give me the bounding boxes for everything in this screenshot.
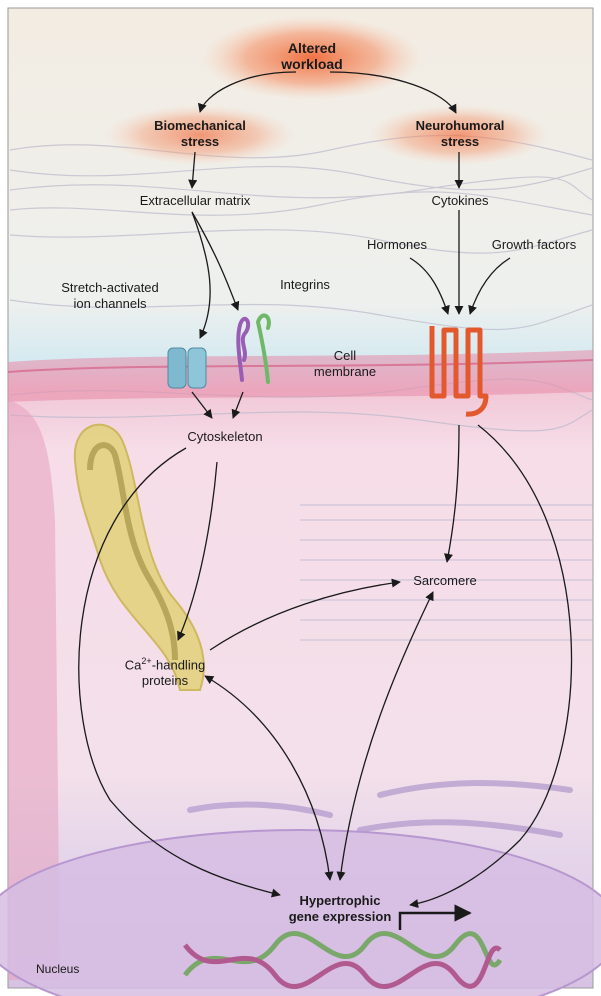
neurohumoral-stress-label: Neurohumoral stress: [390, 118, 530, 150]
hormones-label: Hormones: [352, 237, 442, 253]
extracellular-matrix-label: Extracellular matrix: [110, 193, 280, 209]
stretch-activated-ion-channels-label: Stretch-activated ion channels: [40, 280, 180, 312]
growth-factors-label: Growth factors: [474, 237, 594, 253]
altered-workload-label: Altered workload: [262, 40, 362, 72]
ca-handling-proteins-label: Ca2+-handling proteins: [105, 653, 225, 689]
cytoskeleton-label: Cytoskeleton: [170, 429, 280, 445]
nucleus-label: Nucleus: [36, 961, 116, 977]
sarcomere-label: Sarcomere: [395, 573, 495, 589]
cytokines-label: Cytokines: [415, 193, 505, 209]
integrins-label: Integrins: [265, 277, 345, 293]
hypertrophic-gene-expression-label: Hypertrophic gene expression: [270, 893, 410, 925]
biomechanical-stress-label: Biomechanical stress: [130, 118, 270, 150]
cell-membrane-label: Cell membrane: [300, 348, 390, 380]
